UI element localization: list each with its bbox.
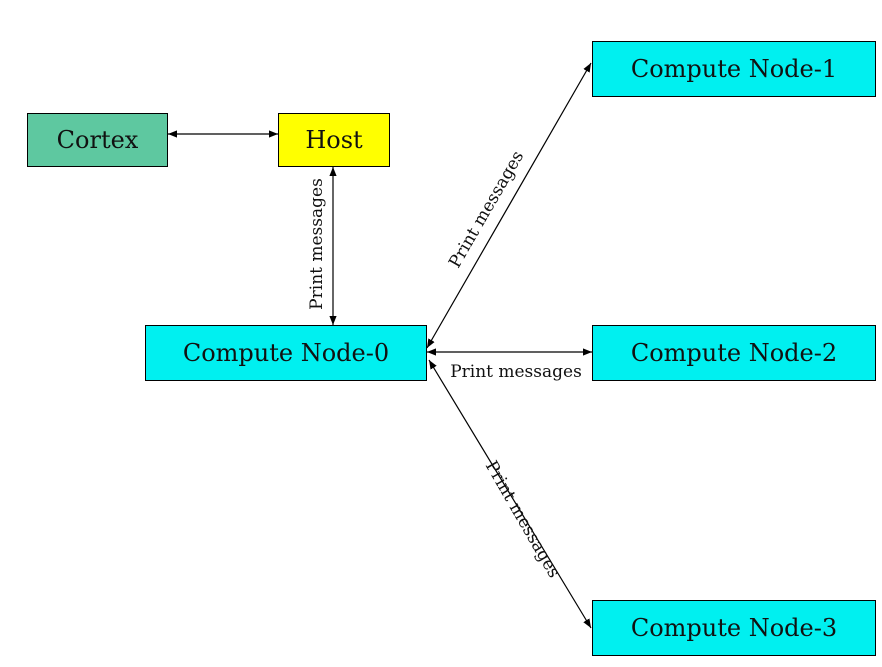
edge-cn0-cn3 — [428, 359, 592, 629]
compute-node-2-label: Compute Node-2 — [630, 339, 838, 367]
host-node: Host — [278, 113, 390, 167]
compute-node-3: Compute Node-3 — [592, 600, 876, 656]
cortex-node-label: Cortex — [56, 126, 139, 154]
edge-label-cn0-cn1: Print messages — [445, 148, 528, 272]
edge-label-cn0-cn2: Print messages — [450, 362, 582, 382]
compute-node-3-label: Compute Node-3 — [630, 614, 838, 642]
compute-node-1: Compute Node-1 — [592, 41, 876, 97]
compute-node-0: Compute Node-0 — [145, 325, 427, 381]
compute-node-0-label: Compute Node-0 — [182, 339, 390, 367]
edge-cn0-cn1 — [426, 62, 592, 349]
compute-node-2: Compute Node-2 — [592, 325, 876, 381]
host-node-label: Host — [305, 126, 363, 154]
cortex-node: Cortex — [27, 113, 168, 167]
edge-label-host-cn0: Print messages — [307, 178, 327, 310]
compute-node-1-label: Compute Node-1 — [630, 55, 838, 83]
edge-label-cn0-cn3: Print messages — [481, 458, 564, 582]
